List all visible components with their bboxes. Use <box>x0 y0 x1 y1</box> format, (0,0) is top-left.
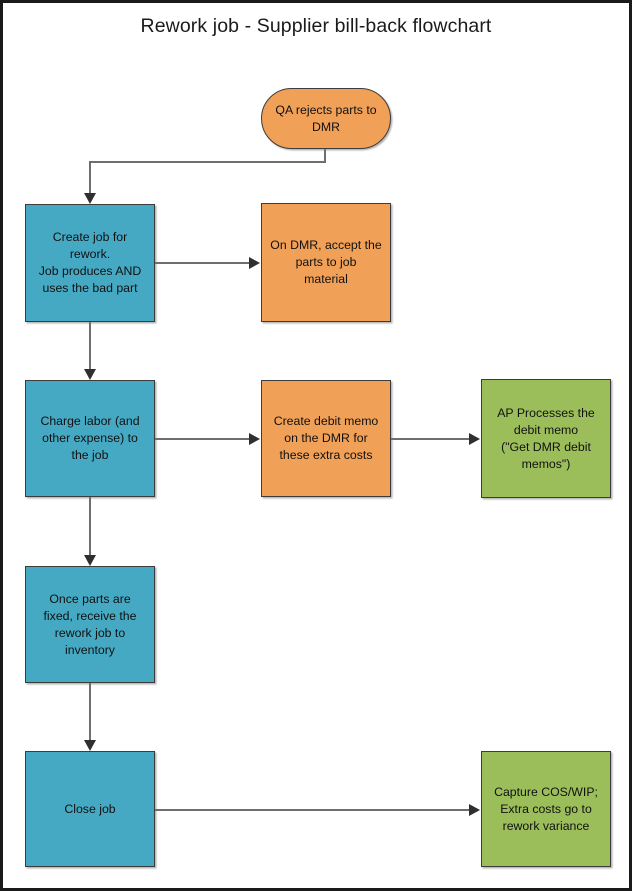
node-on-dmr-accept-parts[interactable]: On DMR, accept the parts to job material <box>261 203 391 322</box>
connector-receiverework-to-closejob <box>89 682 91 741</box>
node-receive-rework-job-to-inventory[interactable]: Once parts are fixed, receive the rework… <box>25 566 155 683</box>
arrowhead-debitmemo-to-approcesses <box>469 433 480 445</box>
node-label: Charge labor (and other expense) to the … <box>40 414 140 462</box>
arrowhead-closejob-to-capturecoswip <box>469 804 480 816</box>
arrowhead-chargelabor-to-receiverework <box>84 555 96 566</box>
connector-qa-to-createjob-segment-drop <box>89 161 91 194</box>
arrowhead-qa-to-createjob <box>84 193 96 204</box>
connector-closejob-to-capturecoswip <box>155 809 470 811</box>
node-label: Close job <box>64 801 116 816</box>
arrowhead-createjob-to-acceptparts <box>249 257 260 269</box>
arrowhead-receiverework-to-closejob <box>84 740 96 751</box>
node-create-debit-memo[interactable]: Create debit memo on the DMR for these e… <box>261 380 391 497</box>
connector-chargelabor-to-debitmemo <box>155 438 250 440</box>
node-label: Capture COS/WIP; Extra costs go to rewor… <box>494 784 598 833</box>
connector-qa-to-createjob-segment-down <box>324 147 326 162</box>
connector-chargelabor-to-receiverework <box>89 496 91 556</box>
node-label: Create job for rework. Job produces AND … <box>38 230 142 295</box>
flowchart-inner: Rework job - Supplier bill-back flowchar… <box>3 3 629 888</box>
node-label: QA rejects parts to DMR <box>275 102 377 134</box>
connector-createjob-to-chargelabor <box>89 322 91 370</box>
connector-qa-to-createjob-segment-left <box>89 161 326 163</box>
node-ap-processes-debit-memo[interactable]: AP Processes the debit memo ("Get DMR de… <box>481 379 611 498</box>
node-label: On DMR, accept the parts to job material <box>270 238 382 286</box>
node-label: Create debit memo on the DMR for these e… <box>273 414 379 462</box>
arrowhead-chargelabor-to-debitmemo <box>249 433 260 445</box>
node-qa-rejects-parts-to-dmr[interactable]: QA rejects parts to DMR <box>261 88 391 149</box>
arrowhead-createjob-to-chargelabor <box>84 369 96 380</box>
node-label: Once parts are fixed, receive the rework… <box>43 591 137 657</box>
node-capture-cos-wip[interactable]: Capture COS/WIP; Extra costs go to rewor… <box>481 751 611 867</box>
connector-createjob-to-acceptparts <box>155 262 250 264</box>
connector-debitmemo-to-approcesses <box>390 438 470 440</box>
node-charge-labor[interactable]: Charge labor (and other expense) to the … <box>25 380 155 497</box>
node-create-job-for-rework[interactable]: Create job for rework. Job produces AND … <box>25 204 155 322</box>
node-close-job[interactable]: Close job <box>25 751 155 867</box>
node-label: AP Processes the debit memo ("Get DMR de… <box>497 405 595 471</box>
page-title: Rework job - Supplier bill-back flowchar… <box>140 15 492 37</box>
